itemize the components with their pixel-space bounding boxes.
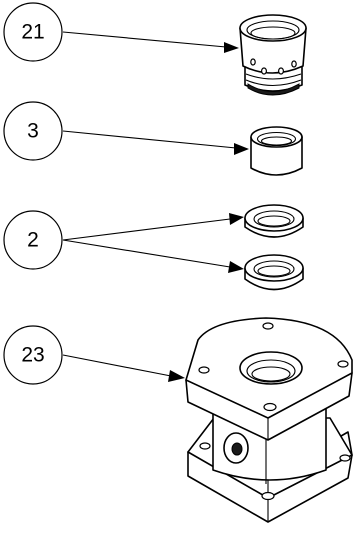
leader-23	[62, 354, 172, 377]
part-2-washer-upper	[244, 204, 304, 238]
arrowhead-2-upper	[229, 213, 244, 225]
callout-label-23: 23	[21, 344, 44, 367]
leader-lines	[62, 31, 249, 382]
callout-label-21: 21	[21, 21, 44, 44]
part-21-sleeve	[239, 14, 307, 96]
part-23-housing	[185, 317, 353, 523]
callout-balloon-21: 21	[3, 2, 63, 62]
callout-balloon-2: 2	[3, 210, 63, 270]
callout-balloon-3: 3	[3, 101, 63, 161]
leader-21	[62, 31, 227, 48]
arrowhead-23	[168, 370, 185, 382]
arrowhead-3	[234, 143, 249, 155]
part-2-washer-lower	[244, 254, 304, 291]
leader-2-upper	[62, 218, 231, 241]
arrowhead-2-lower	[228, 261, 244, 273]
callout-label-3: 3	[27, 120, 39, 143]
callout-label-2: 2	[27, 229, 39, 252]
leader-3	[62, 130, 237, 149]
leader-2-lower	[62, 239, 231, 268]
arrowhead-21	[224, 42, 239, 53]
callout-balloon-23: 23	[3, 325, 63, 385]
part-3-bushing	[250, 126, 303, 176]
